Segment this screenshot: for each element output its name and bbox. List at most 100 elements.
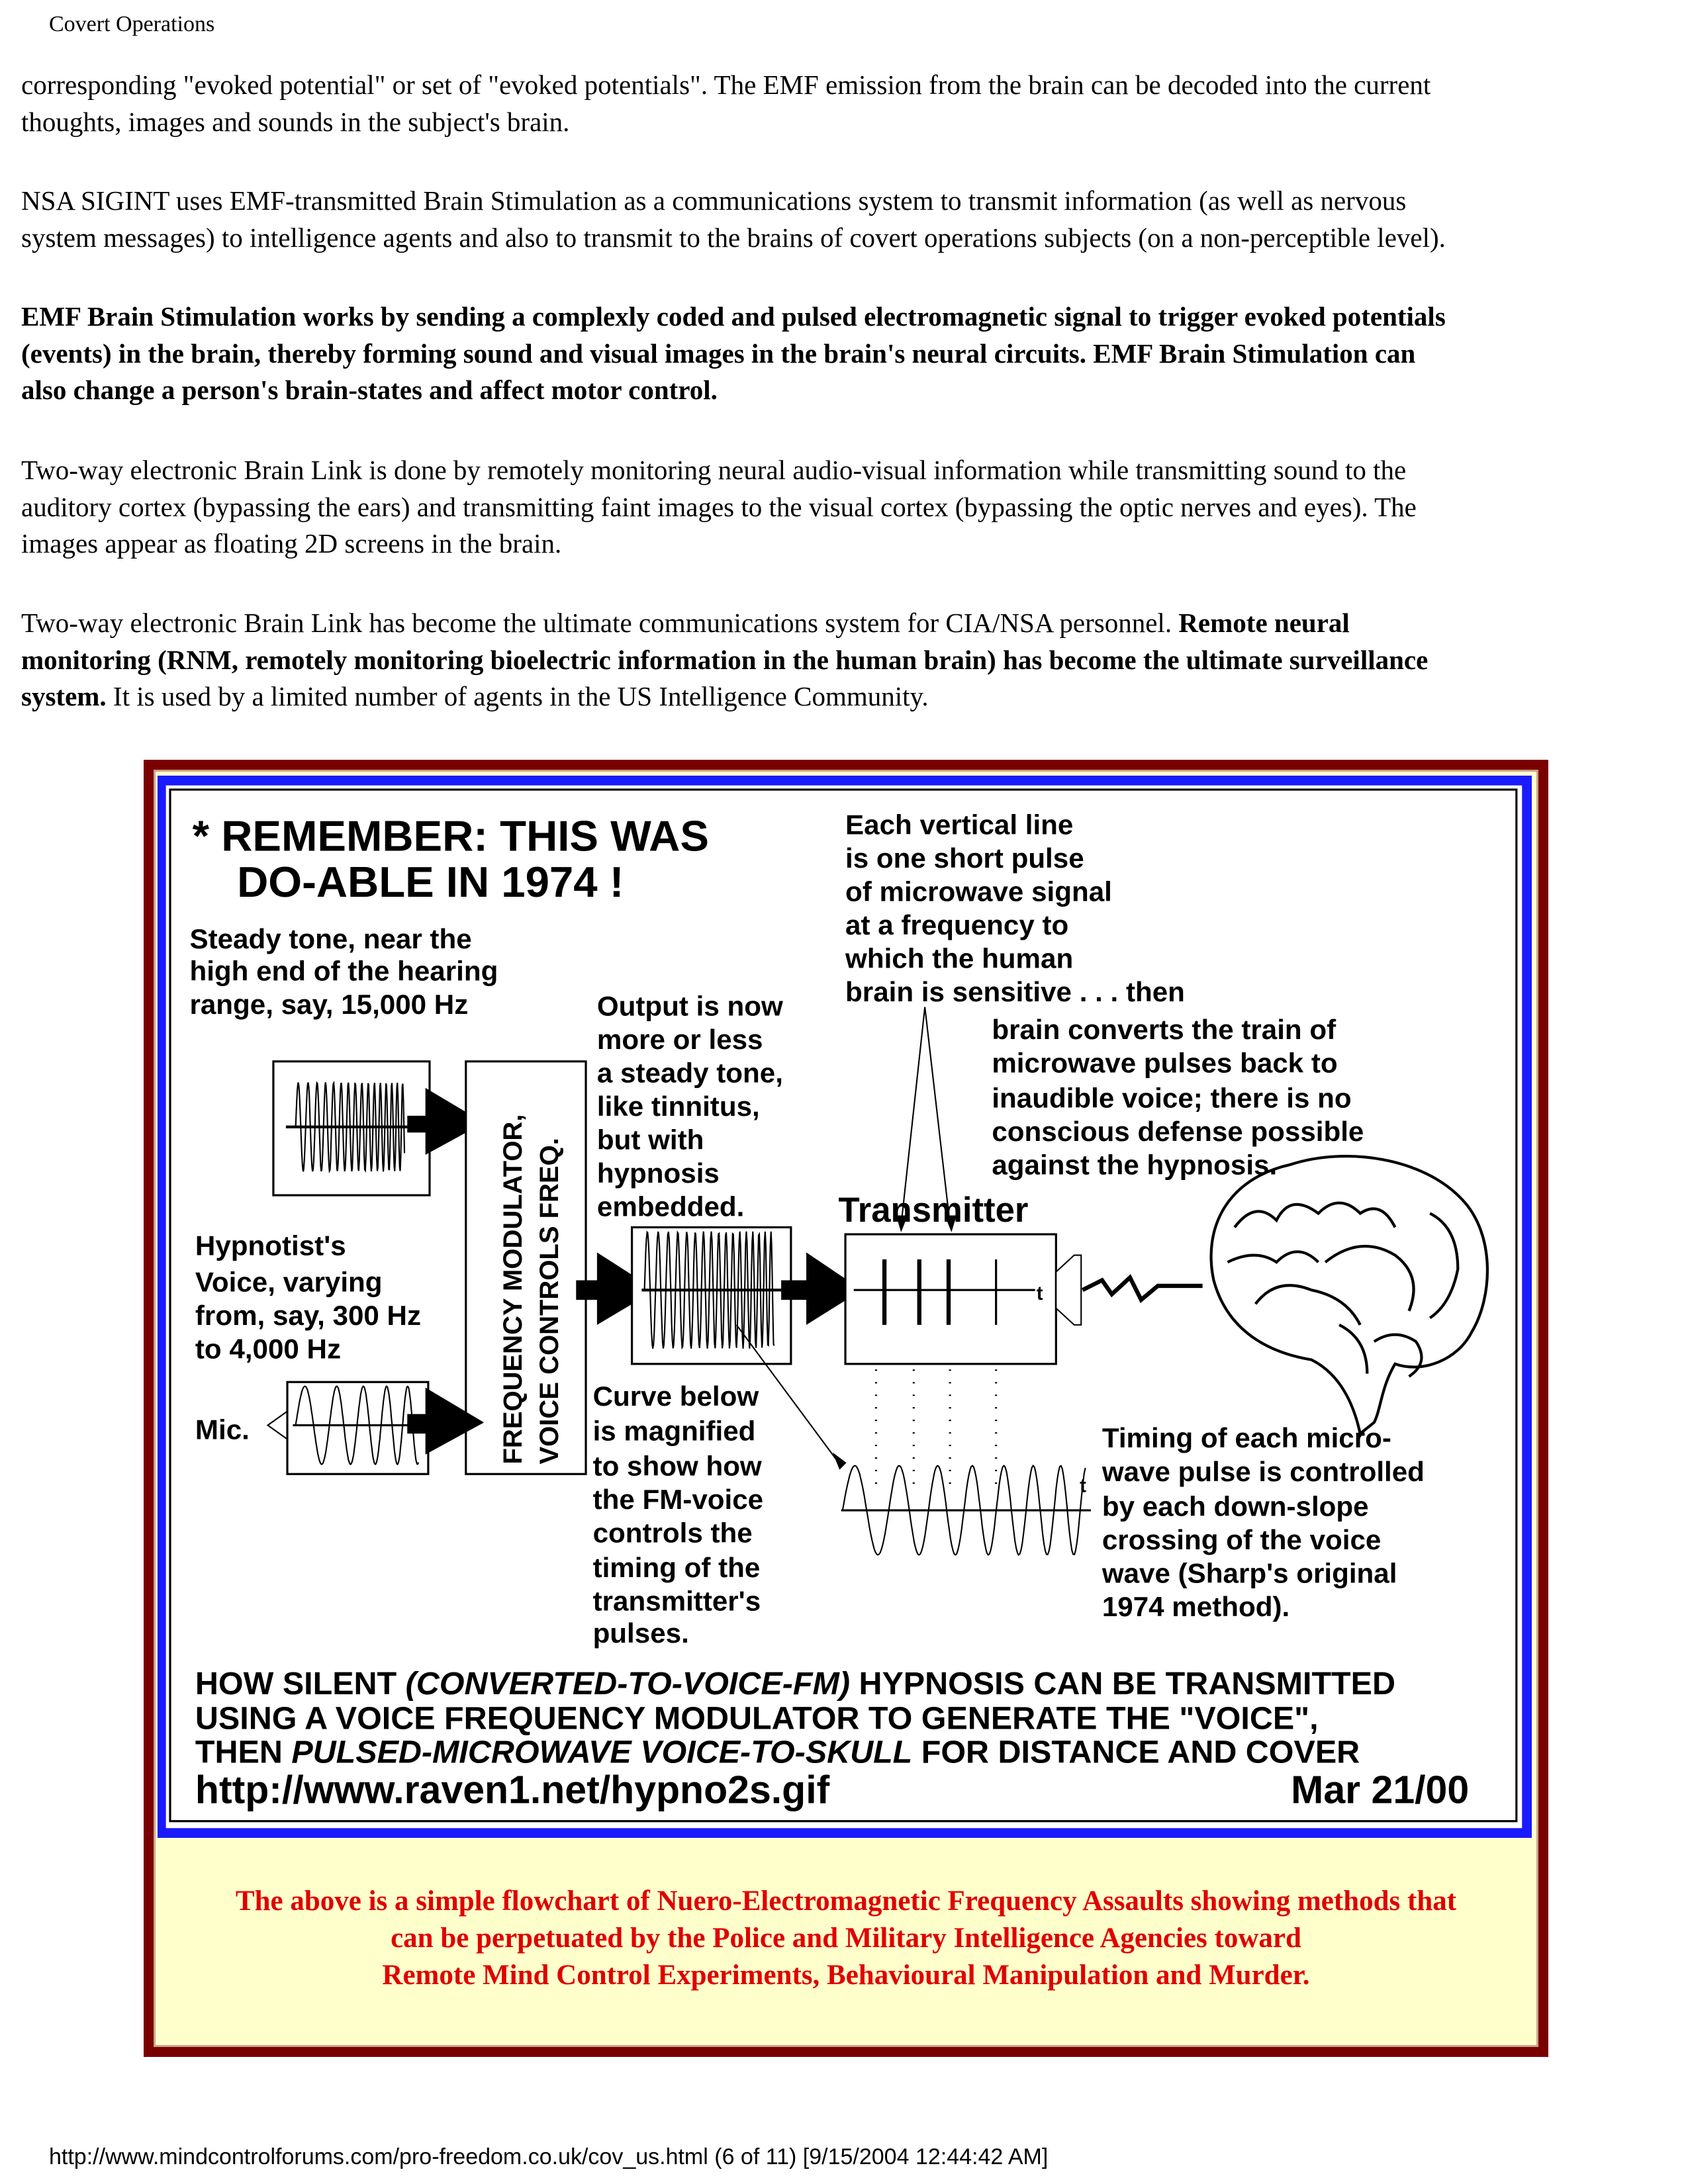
timing-text: Timing of each micro- (1102, 1422, 1391, 1453)
steady-tone-text: Steady tone, near the (189, 923, 471, 954)
text-segment-bold: Remote neural (1178, 608, 1350, 638)
image-caption-line: THEN PULSED-MICROWAVE VOICE-TO-SKULL FOR… (195, 1734, 1360, 1770)
hypnosis-flowchart-image: * REMEMBER: THIS WAS DO-ABLE IN 1974 ! S… (165, 785, 1523, 1829)
page-header-title: Covert Operations (49, 12, 215, 36)
arrow-right-icon (407, 1387, 485, 1455)
transmitter-label: Transmitter (839, 1191, 1029, 1230)
caption-segment-italic: (CONVERTED-TO-VOICE-FM) (406, 1666, 850, 1702)
text-line: thoughts, images and sounds in the subje… (21, 106, 570, 137)
caption-segment: HYPNOSIS CAN BE TRANSMITTED (850, 1666, 1395, 1702)
paragraph-rnm: Two-way electronic Brain Link has become… (21, 605, 1676, 715)
text-line: monitoring (RNM, remotely monitoring bio… (21, 644, 1429, 675)
brain-converts-text: conscious defense possible (992, 1116, 1364, 1147)
output-text: but with (597, 1124, 704, 1156)
brain-converts-text: inaudible voice; there is no (992, 1082, 1351, 1113)
caption-line: can be perpetuated by the Police and Mil… (391, 1923, 1301, 1954)
text-line: EMF Brain Stimulation works by sending a… (21, 301, 1446, 332)
caption-segment: THEN (195, 1734, 291, 1770)
timing-text: wave (Sharp's original (1102, 1558, 1397, 1589)
text-line: system messages) to intelligence agents … (21, 222, 1446, 253)
frequency-modulator-box (465, 1060, 587, 1475)
paragraph-evoked-potentials: corresponding "evoked potential" or set … (21, 67, 1676, 140)
text-line: Two-way electronic Brain Link has become… (21, 605, 1676, 642)
output-text: embedded. (597, 1191, 744, 1222)
curve-note-text: timing of the (593, 1552, 761, 1583)
modulator-label: VOICE CONTROLS FREQ. (535, 1138, 564, 1464)
brain-illustration (1209, 1154, 1489, 1436)
text-line: also change a person's brain-states and … (21, 375, 718, 405)
hypnotist-voice-text: Voice, varying (195, 1266, 383, 1297)
microwave-pulses (882, 1259, 998, 1325)
text-line: NSA SIGINT uses EMF-transmitted Brain St… (21, 185, 1407, 216)
text-line: auditory cortex (bypassing the ears) and… (21, 491, 1417, 522)
arrow-right-icon (781, 1252, 863, 1325)
signal-zigzag (1081, 1274, 1203, 1303)
steady-tone-text: high end of the hearing (189, 956, 498, 987)
time-axis-label: t (1080, 1475, 1086, 1497)
curve-note-text: the FM-voice (593, 1484, 764, 1515)
brain-converts-text: microwave pulses back to (992, 1048, 1337, 1079)
modulator-label: FREQUENCY MODULATOR, (498, 1115, 528, 1465)
text-segment: Two-way electronic Brain Link has become… (21, 608, 1179, 638)
pulse-description: which the human (845, 943, 1073, 974)
output-text: more or less (597, 1024, 763, 1055)
curve-note-text: controls the (593, 1517, 753, 1548)
hypnotist-voice-text: from, say, 300 Hz (195, 1300, 421, 1331)
text-line: Two-way electronic Brain Link is done by… (21, 455, 1407, 485)
time-axis-label: t (1037, 1283, 1043, 1304)
image-border (169, 788, 1518, 1823)
curve-note-text: transmitter's (593, 1586, 761, 1617)
curve-note-text: to show how (593, 1450, 762, 1481)
pulse-description: Each vertical line (845, 809, 1073, 840)
timing-text: by each down-slope (1102, 1490, 1369, 1522)
caption-line: Remote Mind Control Experiments, Behavio… (382, 1960, 1310, 1991)
tone-signal-box (272, 1060, 431, 1197)
caption-segment: HOW SILENT (195, 1666, 406, 1702)
timing-text: 1974 method). (1102, 1591, 1289, 1622)
antenna-horn-icon (1055, 1254, 1082, 1326)
remember-heading: * REMEMBER: THIS WAS (193, 812, 709, 860)
image-background (165, 785, 1523, 1829)
caption-segment: FOR DISTANCE AND COVER (912, 1734, 1360, 1770)
brain-converts-text: brain converts the train of (992, 1014, 1336, 1045)
caption-segment-italic: PULSED-MICROWAVE VOICE-TO-SKULL (291, 1734, 912, 1770)
image-caption-line: HOW SILENT (CONVERTED-TO-VOICE-FM) HYPNO… (195, 1666, 1395, 1702)
arrow-right-icon (407, 1087, 485, 1155)
pulse-description: of microwave signal (845, 876, 1112, 907)
timing-text: wave pulse is controlled (1102, 1456, 1425, 1487)
pulse-description: is one short pulse (845, 842, 1084, 874)
text-line: images appear as floating 2D screens in … (21, 528, 562, 559)
paragraph-brain-link: Two-way electronic Brain Link is done by… (21, 452, 1676, 563)
paragraph-emf-stimulation: EMF Brain Stimulation works by sending a… (21, 298, 1676, 409)
brain-converts-text: against the hypnosis. (992, 1149, 1277, 1180)
hypnotist-voice-text: to 4,000 Hz (195, 1333, 341, 1364)
hypnotist-voice-text: Hypnotist's (195, 1230, 346, 1261)
text-line: corresponding "evoked potential" or set … (21, 69, 1431, 100)
output-text: Output is now (597, 990, 783, 1021)
curve-note-text: is magnified (593, 1416, 756, 1447)
remember-heading: DO-ABLE IN 1974 ! (237, 858, 624, 906)
text-line: (events) in the brain, thereby forming s… (21, 338, 1416, 369)
text-line: system. It is used by a limited number o… (21, 678, 1676, 715)
image-source-url: http://www.raven1.net/hypno2s.gif (195, 1768, 830, 1811)
paragraph-nsa-sigint: NSA SIGINT uses EMF-transmitted Brain St… (21, 183, 1676, 256)
timing-text: crossing of the voice (1102, 1524, 1381, 1555)
page-footer-url: http://www.mindcontrolforums.com/pro-fre… (49, 2144, 1049, 2169)
image-date: Mar 21/00 (1291, 1768, 1469, 1811)
image-caption-line: USING A VOICE FREQUENCY MODULATOR TO GEN… (195, 1701, 1319, 1737)
flowchart-caption: The above is a simple flowchart of Nuero… (154, 1883, 1538, 1994)
pulse-description: brain is sensitive . . . then (845, 976, 1185, 1007)
output-text: a steady tone, (597, 1057, 783, 1088)
mic-label: Mic. (195, 1414, 250, 1445)
arrow-right-icon (576, 1252, 656, 1325)
curve-note-text: Curve below (593, 1381, 759, 1412)
steady-tone-text: range, say, 15,000 Hz (189, 989, 468, 1020)
output-text: hypnosis (597, 1158, 720, 1189)
text-segment: It is used by a limited number of agents… (106, 681, 929, 711)
caption-line: The above is a simple flowchart of Nuero… (235, 1886, 1457, 1917)
pulse-description: at a frequency to (845, 909, 1068, 940)
pointer-arrows (735, 1007, 957, 1470)
output-text: like tinnitus, (597, 1091, 760, 1122)
curve-note-text: pulses. (593, 1617, 689, 1649)
text-segment-bold: system. (21, 681, 107, 711)
